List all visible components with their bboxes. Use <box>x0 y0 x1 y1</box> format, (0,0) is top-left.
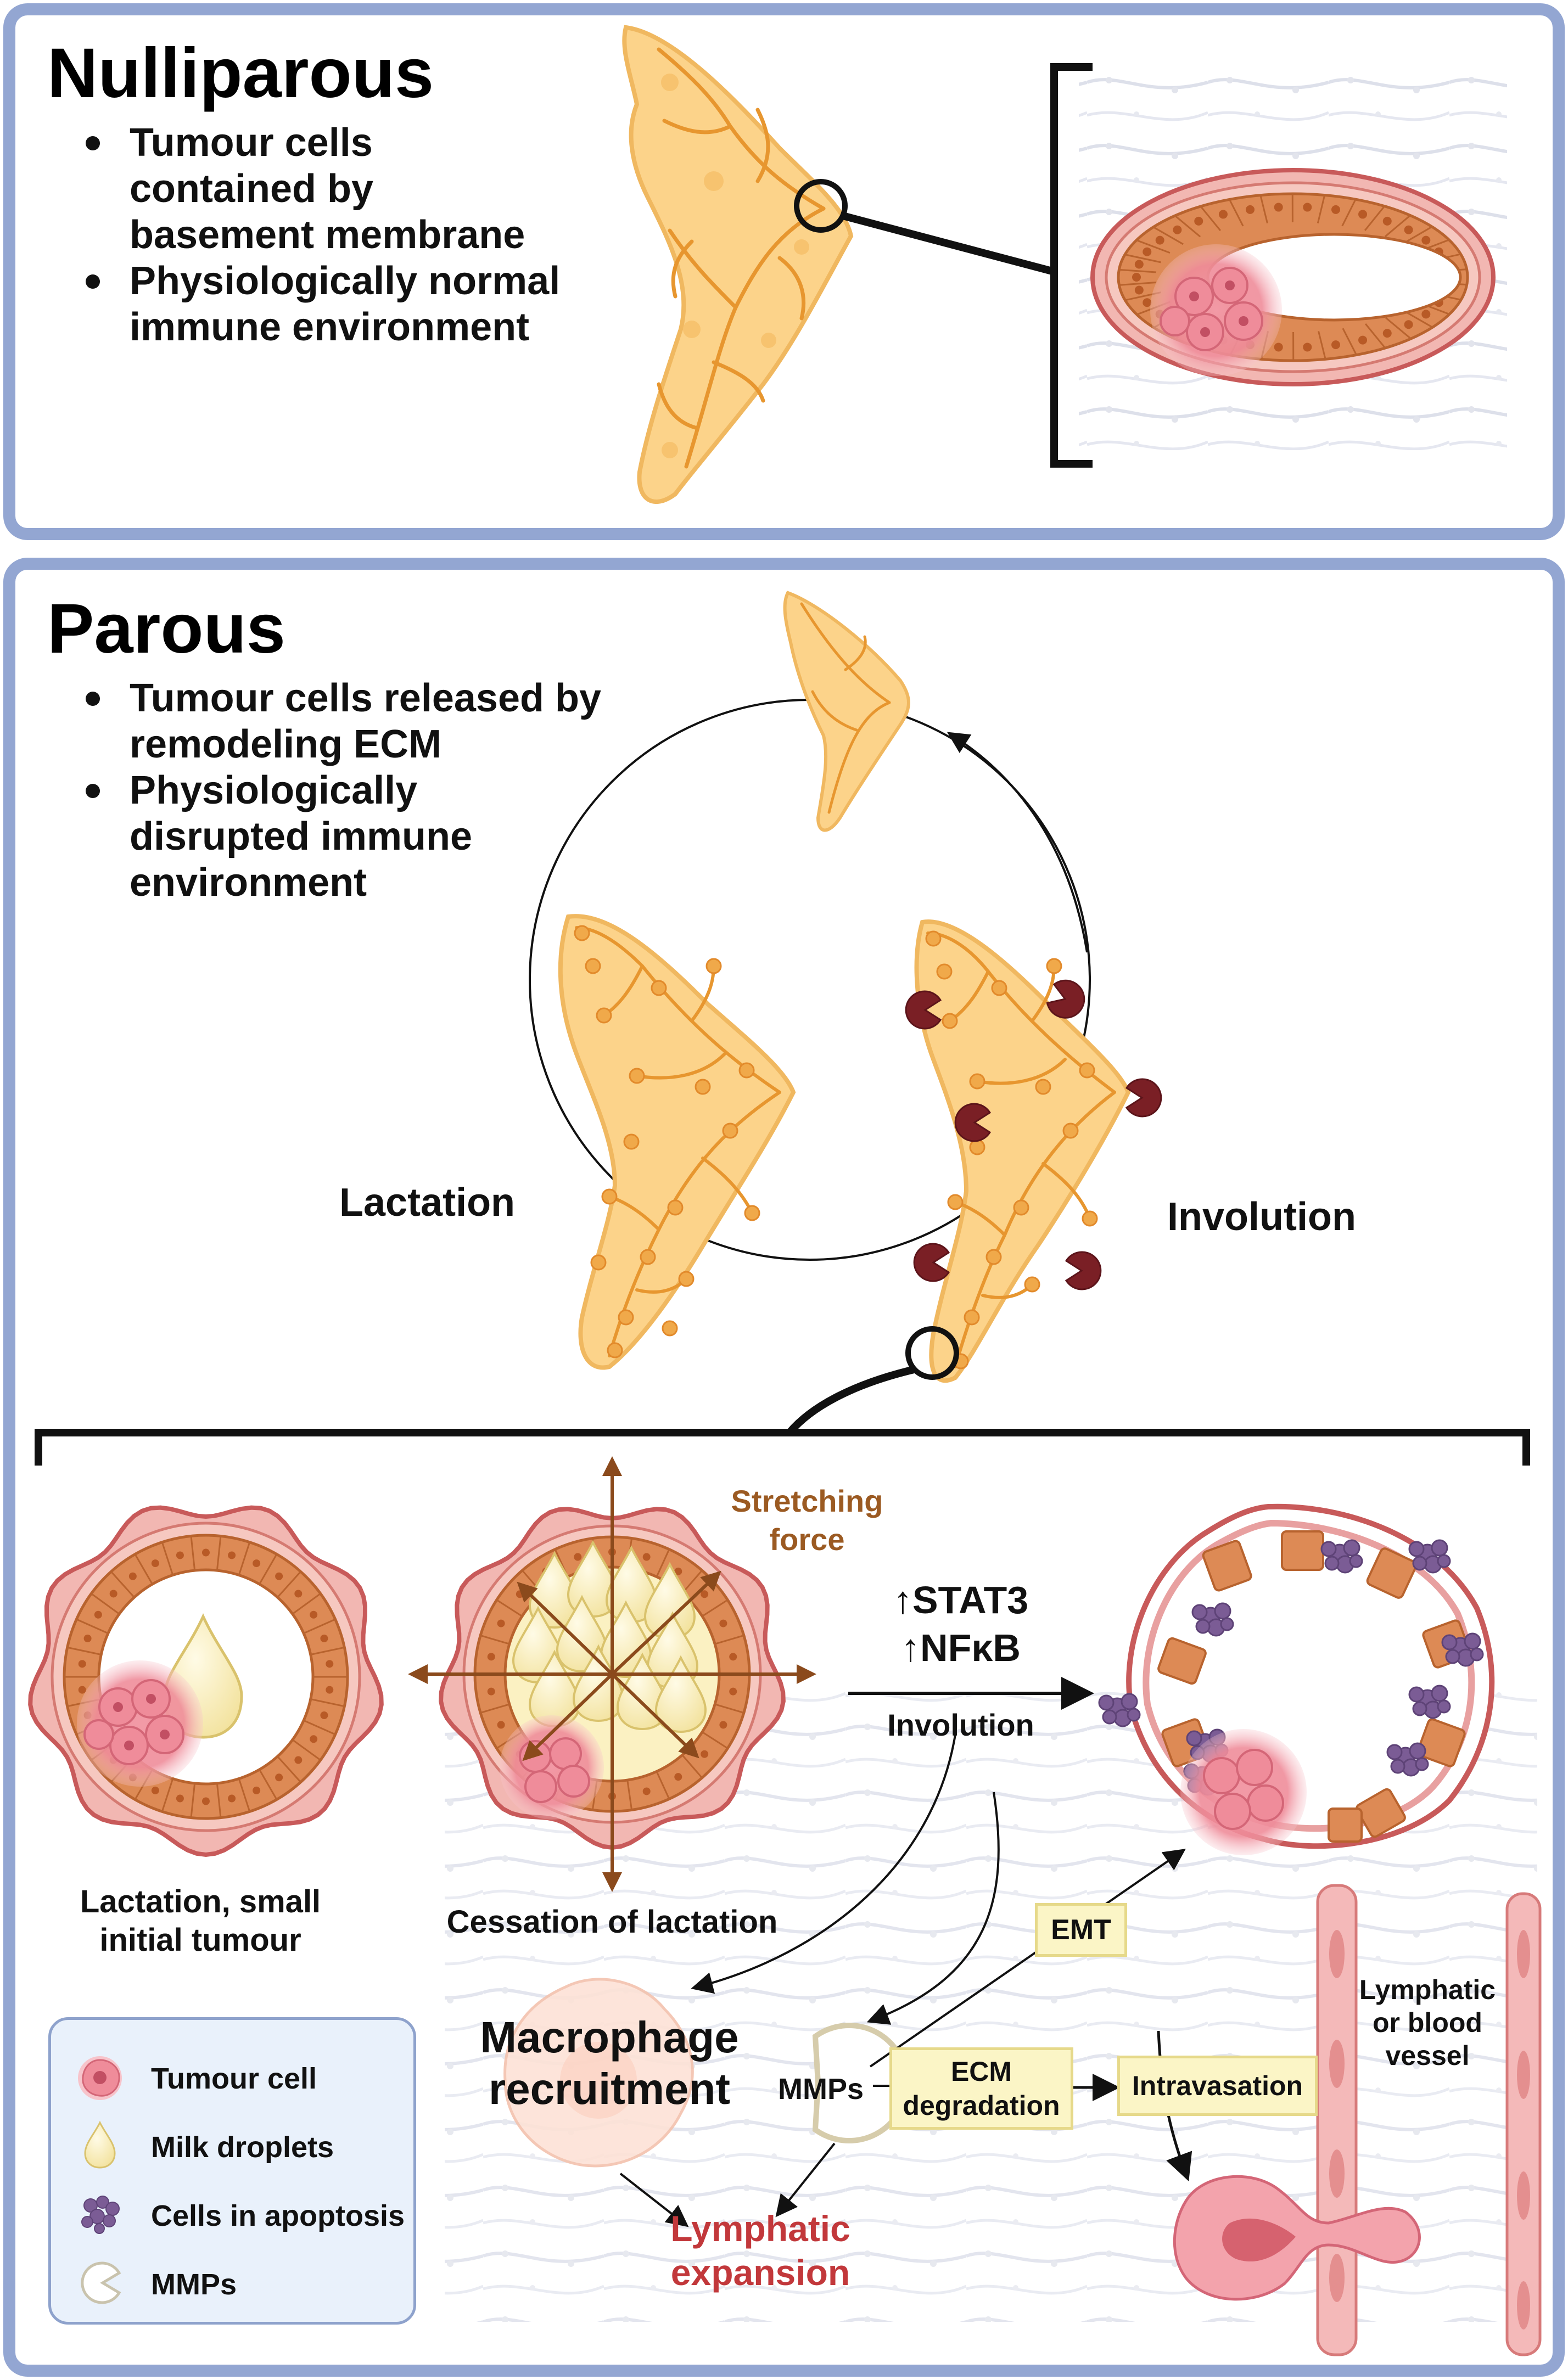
macrophage-recruitment-label: Macrophage recruitment <box>480 2013 739 2113</box>
nfkb-label: ↑NFκB <box>901 1626 1021 1669</box>
legend-item-milk-droplets: Milk droplets <box>51 2116 408 2171</box>
legend-label-tumour-cell: Tumour cell <box>151 2062 317 2095</box>
nulliparous-bullet-2: Physiologically normal immune environmen… <box>86 258 569 350</box>
legend: Tumour cell Milk droplets Cells in apopt… <box>48 2017 416 2325</box>
macrophage <box>503 1978 694 2168</box>
stretching-force-arrows <box>408 1456 816 1892</box>
involution-arrow-label: Involution <box>887 1708 1034 1742</box>
tumour-cell-icon <box>78 2056 122 2100</box>
arrow-macrophage-lymphatic <box>619 2173 689 2227</box>
mmp-icon <box>81 2261 121 2304</box>
stage1-caption: Lactation, small initial tumour <box>80 1884 321 1958</box>
intravasating-tumour-cell <box>1173 2175 1421 2301</box>
parous-heading: Parous <box>47 590 285 668</box>
parous-bullet-2: Physiologically disrupted immune environ… <box>86 767 602 906</box>
zoom-connector-top <box>842 212 1055 276</box>
involution-label: Involution <box>1167 1195 1356 1239</box>
resting-gland <box>783 591 910 832</box>
milk-droplet-icon <box>84 2120 116 2169</box>
mmp-markers <box>905 979 1162 1290</box>
nulliparous-heading: Nulliparous <box>47 34 434 113</box>
arrow-emt <box>869 1849 1186 2068</box>
lactation-label: Lactation <box>339 1181 516 1225</box>
nulliparous-gland <box>622 25 854 504</box>
lactation-duct <box>28 1505 384 1857</box>
legend-label-milk-droplets: Milk droplets <box>151 2131 334 2164</box>
zoom-circle-top <box>794 179 848 233</box>
parous-bullet-1: Tumour cells released by remodeling ECM <box>86 676 602 766</box>
intravasation-box: Intravasation <box>1117 2056 1318 2116</box>
apoptotic-cells-icon <box>81 2196 120 2234</box>
nulliparous-bullet-1: Tumour cells contained by basement membr… <box>86 120 569 258</box>
stage2-caption: Cessation of lactation <box>446 1904 778 1940</box>
cycle-arrow <box>947 732 1088 953</box>
stretching-force-label: Stretching force <box>731 1484 883 1557</box>
zoom-circle-bottom <box>905 1326 959 1380</box>
zoom-connector-bottom <box>786 1366 915 1435</box>
mmps-label: MMPs <box>777 2073 864 2106</box>
stat3-label: ↑STAT3 <box>893 1579 1029 1621</box>
legend-item-mmps: MMPs <box>51 2253 408 2308</box>
lactating-gland <box>558 914 796 1370</box>
nulliparous-bullets: Tumour cells contained by basement membr… <box>47 120 569 350</box>
involuting-gland <box>914 919 1131 1383</box>
tumour-in-duct <box>1150 244 1282 376</box>
arrow-to-mmps <box>866 1792 1000 2025</box>
emt-box: EMT <box>1035 1903 1127 1957</box>
vessel-label: Lymphatic or blood vessel <box>1359 1974 1496 2071</box>
arrow-to-macrophage <box>691 1734 956 1994</box>
legend-label-apoptosis: Cells in apoptosis <box>151 2199 405 2232</box>
lymphatic-expansion-label: Lymphatic expansion <box>670 2208 850 2293</box>
normal-duct-cross-section <box>1090 168 1496 386</box>
legend-item-tumour-cell: Tumour cell <box>51 2047 408 2102</box>
arrow-mmp-lymphatic <box>775 2142 836 2218</box>
involuting-duct <box>1098 1503 1495 1855</box>
zoom-bracket-bottom <box>35 1429 1530 1466</box>
parous-bullets: Tumour cells released by remodeling ECM … <box>47 675 602 906</box>
ecm-degradation-box: ECM degradation <box>889 2047 1073 2130</box>
zoom-bracket-top <box>1050 63 1093 468</box>
legend-item-apoptosis: Cells in apoptosis <box>51 2185 408 2239</box>
legend-label-mmps: MMPs <box>151 2268 237 2301</box>
